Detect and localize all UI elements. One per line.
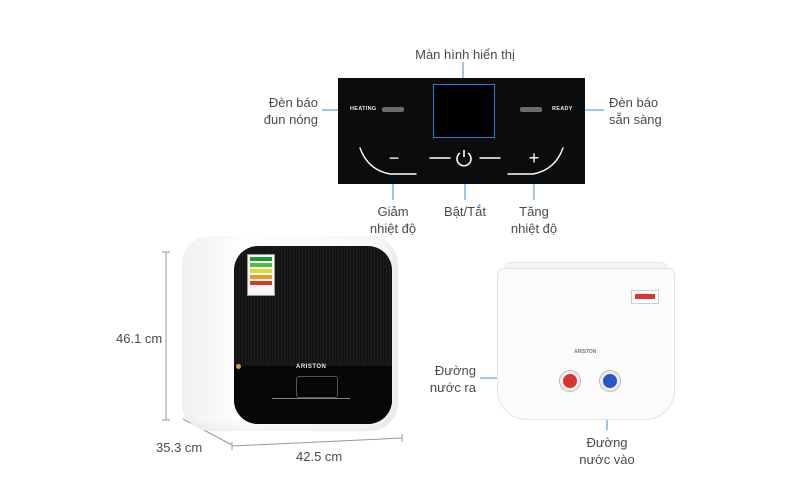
power-callout: Bật/Tắt	[444, 204, 486, 219]
plus-button[interactable]: +	[528, 148, 540, 168]
water-heater-front: ARISTON	[182, 236, 398, 431]
display-screen	[433, 84, 495, 138]
outlet-callout-line1: Đường	[434, 363, 476, 378]
inlet-callout-line2: nước vào	[579, 452, 635, 467]
indicator-dot	[236, 364, 241, 369]
heat-led-callout-line2: đun nóng	[263, 112, 318, 127]
control-panel: HEATING READY − +	[338, 78, 585, 184]
panel-glow-lines	[359, 147, 564, 175]
ready-panel-label: READY	[552, 106, 573, 112]
energy-label-sticker	[247, 254, 275, 296]
power-button[interactable]	[455, 149, 473, 167]
ready-led	[520, 107, 542, 112]
height-dimension: 46.1 cm	[116, 331, 163, 346]
increase-callout-line2: nhiệt độ	[510, 221, 558, 236]
cold-water-inlet-pipe	[600, 371, 620, 391]
heat-led-callout-line1: Đèn báo	[268, 95, 318, 110]
hot-water-outlet-pipe	[560, 371, 580, 391]
power-icon	[456, 150, 472, 167]
depth-dimension: 35.3 cm	[156, 440, 203, 455]
heating-led	[382, 107, 404, 112]
decrease-callout-line1: Giảm	[377, 204, 409, 219]
minus-button[interactable]: −	[388, 148, 400, 168]
decrease-callout-line2: nhiệt độ	[369, 221, 417, 236]
increase-callout-line1: Tăng	[519, 204, 549, 219]
inlet-callout-line1: Đường	[586, 435, 628, 450]
outlet-callout-line2: nước ra	[429, 380, 476, 395]
heating-panel-label: HEATING	[350, 106, 377, 112]
front-display	[296, 376, 338, 398]
certification-sticker	[631, 290, 659, 304]
front-control-line	[272, 398, 350, 399]
display-callout: Màn hình hiển thị	[415, 47, 515, 62]
brand-logo: ARISTON	[296, 364, 327, 370]
heater-control-area	[234, 366, 392, 424]
ready-led-callout-line1: Đèn báo	[609, 95, 659, 110]
back-brand-logo: ARISTON	[574, 349, 597, 355]
width-dimension: 42.5 cm	[296, 449, 343, 464]
ready-led-callout-line2: sẵn sàng	[609, 112, 662, 127]
